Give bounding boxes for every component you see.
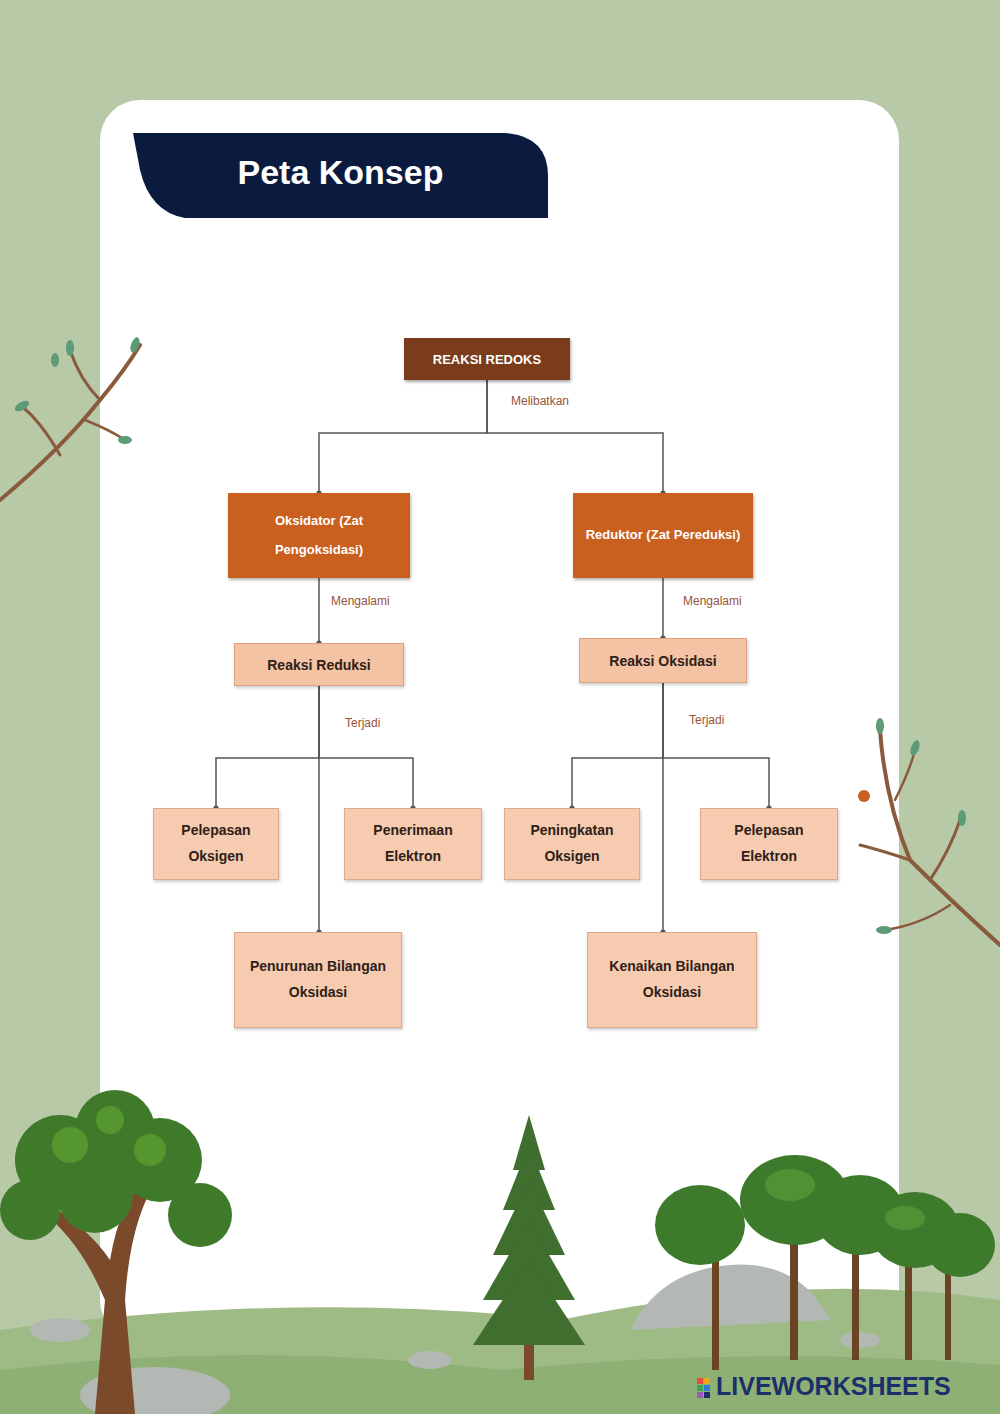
detail-box: Penerimaan Elektron <box>344 808 482 880</box>
connector <box>487 380 663 493</box>
node-text: Reaksi Reduksi <box>267 657 371 673</box>
concept-box: Reduktor (Zat Pereduksi) <box>573 493 753 578</box>
detail-box: Penurunan Bilangan Oksidasi <box>234 932 402 1028</box>
page-title: Peta Konsep <box>133 133 548 211</box>
node-text: Reaksi Oksidasi <box>609 653 716 669</box>
process-box: Reaksi Oksidasi <box>579 638 747 683</box>
edge-label: Mengalami <box>681 594 744 608</box>
node-text: Kenaikan Bilangan Oksidasi <box>598 954 746 1006</box>
root-box: REAKSI REDOKS <box>404 338 570 380</box>
leaves <box>13 336 141 444</box>
node-text: Reduktor (Zat Pereduksi) <box>586 521 741 550</box>
connector <box>662 578 664 638</box>
process-box: Reaksi Reduksi <box>234 643 404 686</box>
white-panel <box>100 100 899 1340</box>
title-tab <box>133 133 548 218</box>
connector <box>662 683 664 932</box>
detail-box: Pelepasan Oksigen <box>153 808 279 880</box>
connector <box>572 683 663 808</box>
tree-group <box>655 1155 995 1370</box>
edge-label: Melibatkan <box>509 394 571 408</box>
node-text: Oksidator (Zat Pengoksidasi) <box>238 507 400 564</box>
detail-box: Pelepasan Elektron <box>700 808 838 880</box>
concept-box: Oksidator (Zat Pengoksidasi) <box>228 493 410 578</box>
watermark: LIVEWORKSHEETS <box>716 1372 951 1401</box>
branch <box>860 730 1000 945</box>
detail-box: Kenaikan Bilangan Oksidasi <box>587 932 757 1028</box>
leaves <box>876 718 966 934</box>
bird <box>858 790 870 802</box>
connector <box>318 686 320 932</box>
edge-label: Terjadi <box>687 713 726 727</box>
node-text: Penerimaan Elektron <box>355 818 471 870</box>
node-text: Penurunan Bilangan Oksidasi <box>245 954 391 1006</box>
connector <box>318 578 320 643</box>
node-text: Peningkatan Oksigen <box>515 818 629 870</box>
node-text: REAKSI REDOKS <box>433 352 541 367</box>
tree <box>0 1090 232 1414</box>
node-text: Pelepasan Elektron <box>711 818 827 870</box>
connector <box>663 683 769 808</box>
detail-box: Peningkatan Oksigen <box>504 808 640 880</box>
branch <box>0 345 140 500</box>
node-text: Pelepasan Oksigen <box>164 818 268 870</box>
connector <box>319 380 487 493</box>
watermark-icon <box>697 1378 710 1398</box>
connector <box>216 686 319 808</box>
pine-tree <box>473 1115 585 1380</box>
edge-label: Mengalami <box>329 594 392 608</box>
edge-label: Terjadi <box>343 716 382 730</box>
connector <box>319 686 413 808</box>
